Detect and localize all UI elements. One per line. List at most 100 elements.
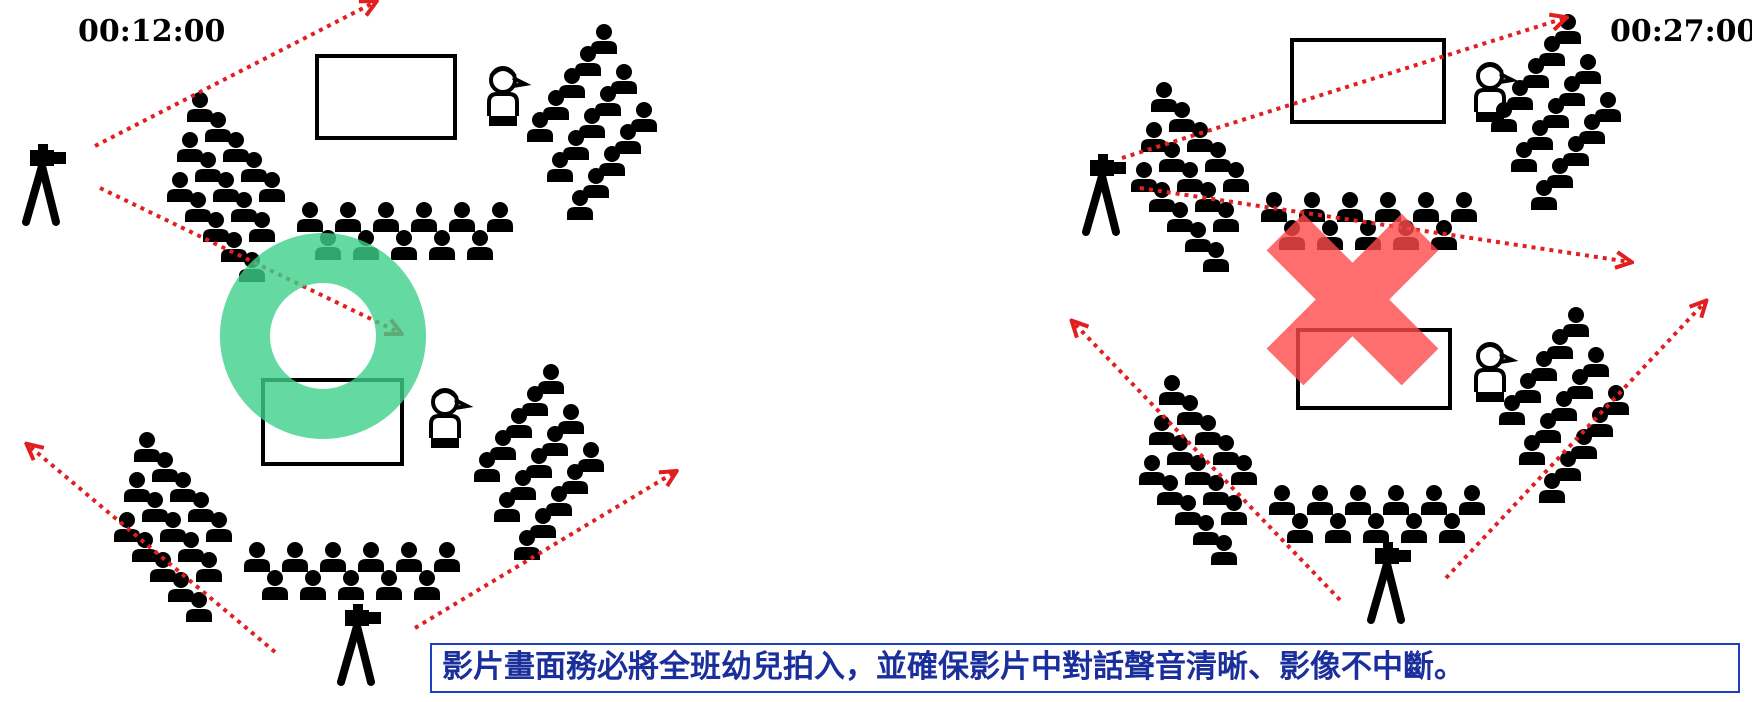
student-icon — [249, 212, 275, 242]
camera-view-arrow — [1139, 186, 1630, 262]
student-icon — [205, 112, 231, 142]
camera-view-arrow — [99, 186, 400, 333]
student-icon — [1203, 475, 1229, 505]
student-icon — [177, 132, 203, 162]
student-icon — [1595, 92, 1621, 122]
whiteboard — [315, 54, 457, 140]
student-icon — [1213, 202, 1239, 232]
camera-tripod-icon — [1082, 154, 1126, 236]
whiteboard — [1290, 38, 1446, 124]
teacher-icon — [429, 388, 474, 448]
student-icon — [241, 152, 267, 182]
student-icon — [376, 570, 402, 600]
student-icon — [1575, 54, 1601, 84]
camera-view-arrow — [28, 445, 277, 654]
student-icon — [1175, 495, 1201, 525]
student-icon — [611, 64, 637, 94]
student-icon — [1583, 347, 1609, 377]
classroom-group — [1139, 307, 1629, 565]
teacher-icon — [1474, 62, 1519, 122]
classroom-group — [167, 24, 657, 282]
camera-tripod-icon — [337, 604, 381, 686]
student-icon — [1167, 202, 1193, 232]
camera-view-arrow — [94, 2, 375, 148]
student-icon — [223, 132, 249, 162]
circle-icon — [220, 233, 426, 439]
student-icon — [1141, 122, 1167, 152]
timestamp-right: 00:27:00 — [1610, 14, 1752, 49]
student-icon — [1213, 435, 1239, 465]
student-icon — [206, 512, 232, 542]
student-icon — [196, 552, 222, 582]
student-icon — [1151, 82, 1177, 112]
student-icon — [1185, 455, 1211, 485]
student-icon — [1421, 485, 1447, 515]
student-icon — [244, 542, 270, 572]
student-icon — [1211, 535, 1237, 565]
student-icon — [1363, 513, 1389, 543]
student-icon — [1451, 192, 1477, 222]
student-icon — [1159, 375, 1185, 405]
student-icon — [411, 202, 437, 232]
student-icon — [1203, 242, 1229, 272]
student-icon — [373, 202, 399, 232]
student-icon — [134, 432, 160, 462]
student-icon — [631, 102, 657, 132]
timestamp-left: 00:12:00 — [78, 14, 226, 49]
student-icon — [185, 192, 211, 222]
student-icon — [1459, 485, 1485, 515]
student-icon — [1375, 192, 1401, 222]
student-icon — [1205, 142, 1231, 172]
student-icon — [429, 230, 455, 260]
student-icon — [231, 192, 257, 222]
student-icon — [1231, 455, 1257, 485]
student-icon — [358, 542, 384, 572]
student-icon — [1337, 192, 1363, 222]
student-icon — [396, 542, 422, 572]
student-icon — [170, 472, 196, 502]
caption-box: 影片畫面務必將全班幼兒拍入，並確保影片中對話聲音清晰、影像不中斷。 — [430, 643, 1740, 693]
student-icon — [1185, 222, 1211, 252]
cross-icon — [1266, 213, 1439, 386]
student-icon — [1193, 515, 1219, 545]
camera-tripod-icon — [22, 144, 66, 226]
student-icon — [1515, 373, 1541, 403]
student-icon — [152, 452, 178, 482]
student-icon — [414, 570, 440, 600]
student-icon — [1287, 513, 1313, 543]
camera-tripod-icon — [1367, 542, 1411, 624]
student-icon — [195, 152, 221, 182]
student-icon — [124, 472, 150, 502]
student-icon — [187, 92, 213, 122]
student-icon — [1139, 455, 1165, 485]
student-icon — [1413, 192, 1439, 222]
camera-view-arrow — [1121, 18, 1565, 160]
camera-view-arrow — [1444, 302, 1705, 580]
student-icon — [1177, 395, 1203, 425]
student-icon — [1603, 385, 1629, 415]
student-icon — [1269, 485, 1295, 515]
student-icon — [335, 202, 361, 232]
student-icon — [1195, 182, 1221, 212]
student-icon — [1555, 14, 1581, 44]
student-icon — [213, 172, 239, 202]
student-icon — [300, 570, 326, 600]
student-icon — [297, 202, 323, 232]
teacher-icon — [1474, 342, 1519, 402]
student-icon — [467, 230, 493, 260]
student-icon — [434, 542, 460, 572]
student-icon — [591, 24, 617, 54]
student-icon — [1401, 513, 1427, 543]
student-icon — [186, 592, 212, 622]
student-icon — [1149, 415, 1175, 445]
student-icon — [487, 202, 513, 232]
student-icon — [1383, 485, 1409, 515]
student-icon — [391, 230, 417, 260]
student-icon — [178, 532, 204, 562]
student-icon — [1439, 513, 1465, 543]
student-icon — [188, 492, 214, 522]
teacher-icon — [487, 66, 532, 126]
student-icon — [449, 202, 475, 232]
